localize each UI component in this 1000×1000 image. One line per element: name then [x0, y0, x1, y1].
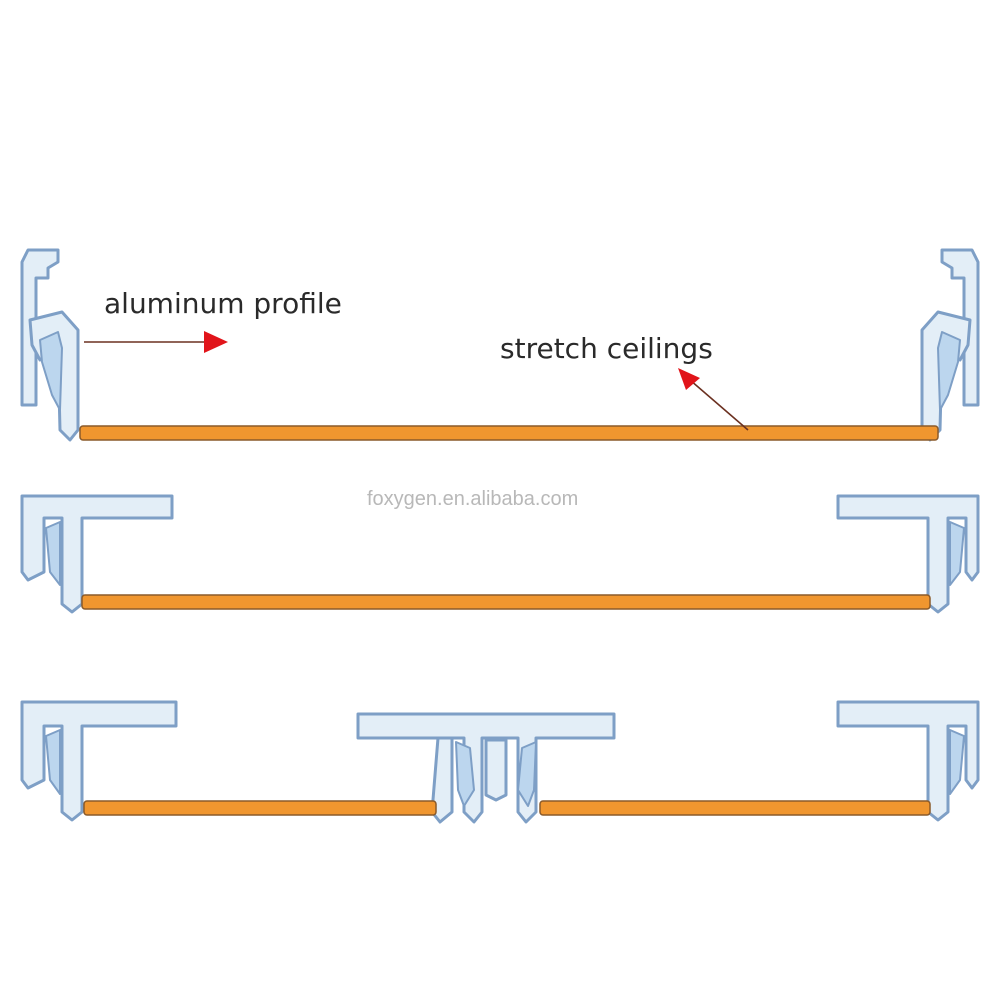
- ceiling-membrane-1: [79, 425, 939, 441]
- row-ceiling-mount: [20, 494, 980, 614]
- middle-joint-profile: [356, 712, 616, 824]
- watermark: foxygen.en.alibaba.com: [367, 488, 578, 510]
- aluminum-profile-arrow: [84, 331, 228, 353]
- row-wall-mount: [20, 248, 980, 442]
- right-ceiling-profile-3: [836, 700, 980, 822]
- left-ceiling-profile-3: [20, 700, 178, 822]
- ceiling-membrane-2: [81, 594, 931, 610]
- right-wall-profile: [920, 248, 980, 442]
- right-ceiling-profile: [836, 494, 980, 614]
- stretch-ceilings-label: stretch ceilings: [500, 332, 713, 365]
- left-ceiling-profile: [20, 494, 174, 614]
- row-joined-panels: [20, 700, 980, 824]
- ceiling-membrane-3a: [83, 800, 437, 816]
- stretch-ceilings-arrow: [678, 368, 749, 431]
- aluminum-profile-label: aluminum profile: [104, 287, 342, 320]
- left-wall-profile: [20, 248, 80, 442]
- ceiling-membrane-3b: [539, 800, 931, 816]
